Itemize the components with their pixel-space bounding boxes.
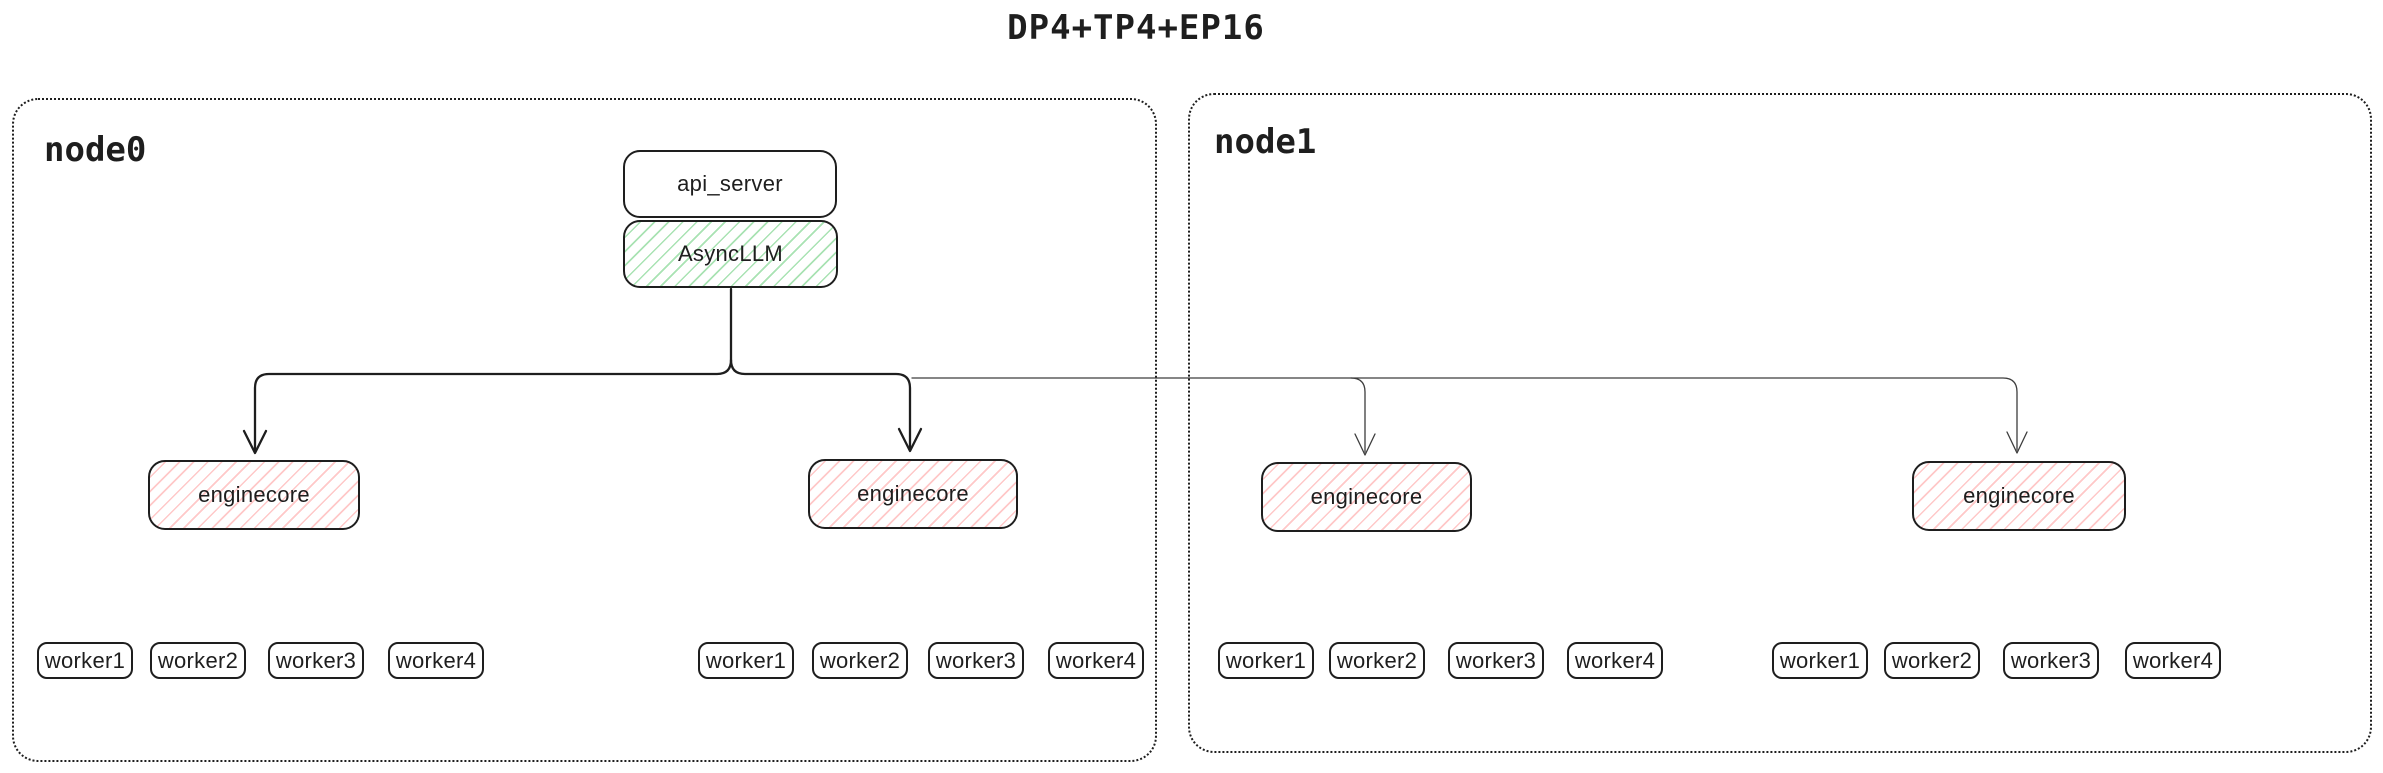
enginecore-box-3: enginecore [1261,462,1472,532]
worker-box: worker1 [1772,642,1868,679]
enginecore-label: enginecore [1310,484,1423,509]
worker-box: worker3 [1448,642,1544,679]
worker-label: worker1 [44,647,126,673]
enginecore-box-1: enginecore [148,460,360,530]
worker-label: worker2 [1891,647,1973,673]
worker-label: worker3 [935,647,1017,673]
asyncllm-label: AsyncLLM [677,241,784,266]
worker-box: worker3 [928,642,1024,679]
worker-label: worker1 [705,647,787,673]
enginecore-label: enginecore [1963,483,2075,508]
worker-box: worker4 [1048,642,1144,679]
node0-label: node0 [44,130,147,170]
worker-box: worker4 [1567,642,1663,679]
worker-label: worker4 [1055,647,1137,673]
enginecore-label: enginecore [857,481,969,506]
api-server-label: api_server [677,171,783,196]
worker-label: worker3 [2010,647,2092,673]
worker-box: worker1 [698,642,794,679]
worker-label: worker1 [1225,647,1307,673]
worker-box: worker4 [388,642,484,679]
worker-label: worker2 [1336,647,1418,673]
worker-label: worker3 [1455,647,1537,673]
worker-box: worker2 [812,642,908,679]
worker-box: worker2 [150,642,246,679]
worker-box: worker1 [37,642,133,679]
worker-box: worker2 [1884,642,1980,679]
enginecore-box-2: enginecore [808,459,1018,529]
worker-box: worker3 [268,642,364,679]
worker-label: worker4 [1574,647,1656,673]
worker-label: worker1 [1779,647,1861,673]
node1-label: node1 [1214,122,1317,162]
enginecore-label: enginecore [198,482,310,507]
worker-box: worker2 [1329,642,1425,679]
worker-box: worker3 [2003,642,2099,679]
worker-box: worker4 [2125,642,2221,679]
api-server-box: api_server [623,150,837,218]
worker-label: worker2 [157,647,239,673]
worker-label: worker3 [275,647,357,673]
enginecore-box-4: enginecore [1912,461,2126,531]
worker-label: worker2 [819,647,901,673]
worker-label: worker4 [2132,647,2214,673]
worker-box: worker1 [1218,642,1314,679]
worker-label: worker4 [395,647,477,673]
diagram-title: DP4+TP4+EP16 [1007,8,1265,48]
asyncllm-box: AsyncLLM [623,220,838,288]
